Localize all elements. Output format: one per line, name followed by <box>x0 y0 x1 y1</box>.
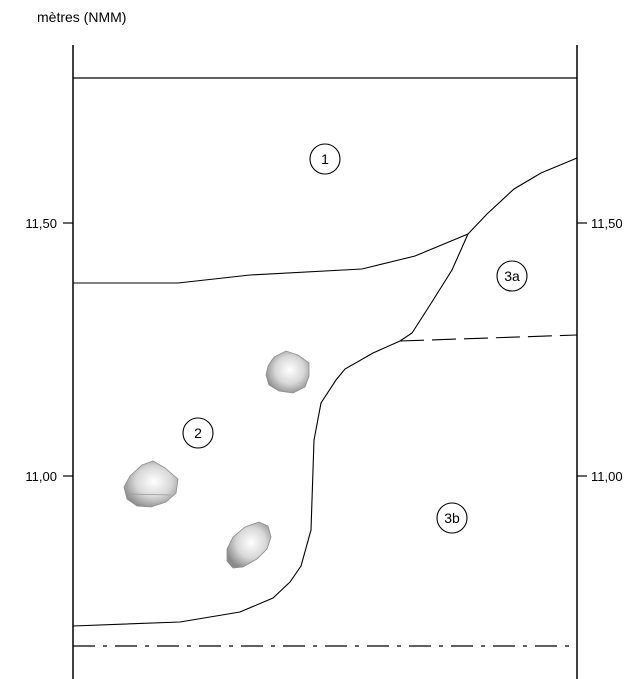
layer-2-marker <box>182 417 214 449</box>
stone-left-seam <box>125 493 171 496</box>
tick-label-11-00-right: 11,00 <box>591 469 623 484</box>
tick-label-11-50-right: 11,50 <box>591 216 623 231</box>
layer-1-marker <box>309 143 341 175</box>
stone-lower <box>226 521 272 569</box>
layer-1-label: 1 <box>321 151 329 167</box>
stone-upper <box>265 350 310 394</box>
tick-label-11-00-left: 11,00 <box>25 469 57 484</box>
layer-3b-marker <box>436 502 468 534</box>
boundary-layer-1-3 <box>467 157 578 235</box>
layer-3a-marker <box>496 260 528 292</box>
stone-left <box>123 460 179 508</box>
boundary-layer-3a-3b <box>399 334 578 342</box>
boundary-layer-2-3 <box>72 233 469 627</box>
layer-3a-label: 3a <box>504 268 520 284</box>
tick-label-11-50-left: 11,50 <box>25 216 57 231</box>
layer-3b-label: 3b <box>444 510 460 526</box>
elevation-unit-label: mètres (NMM) <box>37 9 127 25</box>
layer-2-label: 2 <box>194 425 202 441</box>
boundary-layer-1-2 <box>73 233 469 284</box>
